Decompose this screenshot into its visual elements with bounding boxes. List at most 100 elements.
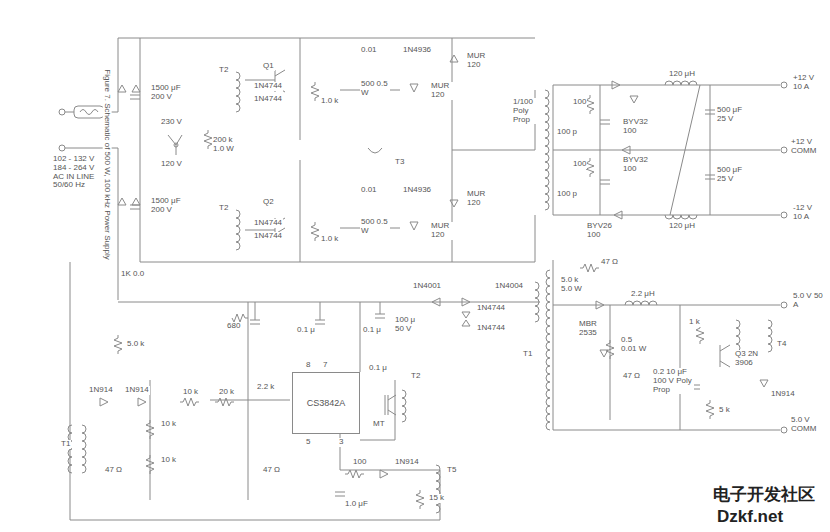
inductor-symbol xyxy=(736,320,740,352)
wire xyxy=(553,305,780,430)
component-label: 200 k 1.0 W xyxy=(212,136,246,154)
component-label: 0.2 10 μF 100 V Poly Prop xyxy=(652,368,694,394)
component-label: 1N4004 xyxy=(494,282,524,291)
wire xyxy=(140,38,141,262)
component-label: 1500 μF 200 V xyxy=(150,84,194,102)
component-label: 1N914 xyxy=(770,390,796,399)
terminal-symbol xyxy=(781,212,787,218)
inductor-symbol xyxy=(665,81,697,85)
diode-symbol xyxy=(450,55,458,62)
fuse-symbol xyxy=(80,110,98,115)
resistor-symbol xyxy=(204,130,212,149)
component-label: 5 k xyxy=(718,406,731,415)
component-label: 1N4001 xyxy=(412,282,442,291)
component-label: T2 xyxy=(218,66,229,75)
component-label: 3 xyxy=(338,438,344,447)
component-label: 47 Ω xyxy=(104,466,123,475)
component-label: 120 μH xyxy=(668,70,696,79)
component-label: T1 xyxy=(522,350,533,359)
component-label: 2.2 k xyxy=(256,383,275,392)
resistor-symbol xyxy=(215,398,234,406)
diode-symbol xyxy=(100,398,108,406)
component-label: 120 V xyxy=(160,160,183,169)
inductor-symbol xyxy=(368,148,382,153)
component-label: 1500 μF 200 V xyxy=(150,197,194,215)
watermark: Dzkf.net xyxy=(716,508,784,527)
component-label: 0.1 μ xyxy=(362,326,382,335)
diode-symbol xyxy=(614,211,622,219)
component-label: Q1 xyxy=(262,62,275,71)
terminal-symbol xyxy=(781,82,787,88)
component-label: 15 k xyxy=(428,494,445,503)
component-label: 0.01 xyxy=(360,46,378,55)
component-label: MUR 120 xyxy=(430,82,458,100)
component-label: 0.1 μ xyxy=(368,364,388,373)
inductor-symbol xyxy=(436,465,440,513)
component-label: 1K 0.0 xyxy=(120,270,145,279)
wire xyxy=(553,85,780,215)
resistor-symbol xyxy=(416,490,424,509)
component-label: +12 V 10 A xyxy=(792,74,824,92)
diode-symbol xyxy=(118,85,126,92)
component-label: 5.0 V 50 A xyxy=(792,292,824,310)
inductor-symbol xyxy=(546,270,550,430)
switch-symbol xyxy=(168,135,182,155)
component-label: T2 xyxy=(218,204,229,213)
resistor-symbol xyxy=(114,335,122,354)
diode-symbol xyxy=(432,298,440,306)
component-label: 100 μ 50 V xyxy=(394,316,426,334)
terminal-symbol xyxy=(781,302,787,308)
inductor-symbol xyxy=(82,425,86,473)
component-label: BYV26 100 xyxy=(586,222,618,240)
resistor-symbol xyxy=(180,398,199,406)
component-label: 100 xyxy=(572,98,587,107)
component-label: 1N4936 xyxy=(402,46,432,55)
component-label: 102 - 132 V 184 - 264 V AC IN LINE 50/60… xyxy=(52,155,102,190)
capacitor-symbol xyxy=(705,110,715,179)
diode-symbol xyxy=(612,81,620,89)
resistor-symbol xyxy=(146,455,154,474)
fuse-symbol xyxy=(59,145,65,151)
terminal-symbol xyxy=(781,427,787,433)
ic-box: CS3842A xyxy=(292,372,360,434)
component-label: +12 V COMM xyxy=(790,138,826,156)
component-label: 7 xyxy=(322,361,328,370)
wire xyxy=(340,90,400,228)
resistor-symbol xyxy=(311,222,319,241)
component-label: 10 k xyxy=(182,388,199,397)
component-label: Q3 2N 3906 xyxy=(734,350,766,368)
resistor-symbol xyxy=(146,420,154,439)
component-label: 1N4744 xyxy=(476,324,506,333)
diode-symbol xyxy=(410,84,418,92)
terminal-symbol xyxy=(781,82,787,433)
resistor-symbol xyxy=(345,470,364,478)
wire xyxy=(553,260,554,430)
fuse-symbol xyxy=(59,109,65,115)
inductor-symbol xyxy=(68,72,772,513)
component-label: 680 xyxy=(226,322,241,331)
inductor-symbol xyxy=(625,301,657,305)
capacitor-symbol xyxy=(600,120,610,184)
wire xyxy=(300,38,301,262)
component-label: 0.01 xyxy=(360,186,378,195)
resistor-symbol xyxy=(580,264,599,272)
component-label: MUR 120 xyxy=(466,52,494,70)
inductor-symbol xyxy=(236,210,240,250)
inductor-symbol xyxy=(545,90,549,210)
component-label: 1N4936 xyxy=(402,186,432,195)
switch-symbol xyxy=(174,143,178,147)
component-label: 120 μH xyxy=(668,222,696,231)
component-label: T5 xyxy=(446,466,457,475)
fuse-symbol xyxy=(59,106,104,151)
diode-symbol xyxy=(630,96,638,103)
component-label: BYV32 100 xyxy=(622,156,654,174)
component-label: 1N914 xyxy=(124,386,150,395)
diode-symbol xyxy=(622,146,630,154)
component-label: BYV32 100 xyxy=(622,118,654,136)
component-label: 100 p xyxy=(556,128,578,137)
wire xyxy=(65,38,780,520)
diode-symbol xyxy=(462,320,470,326)
diode-symbol xyxy=(380,470,388,478)
wire xyxy=(710,85,711,215)
